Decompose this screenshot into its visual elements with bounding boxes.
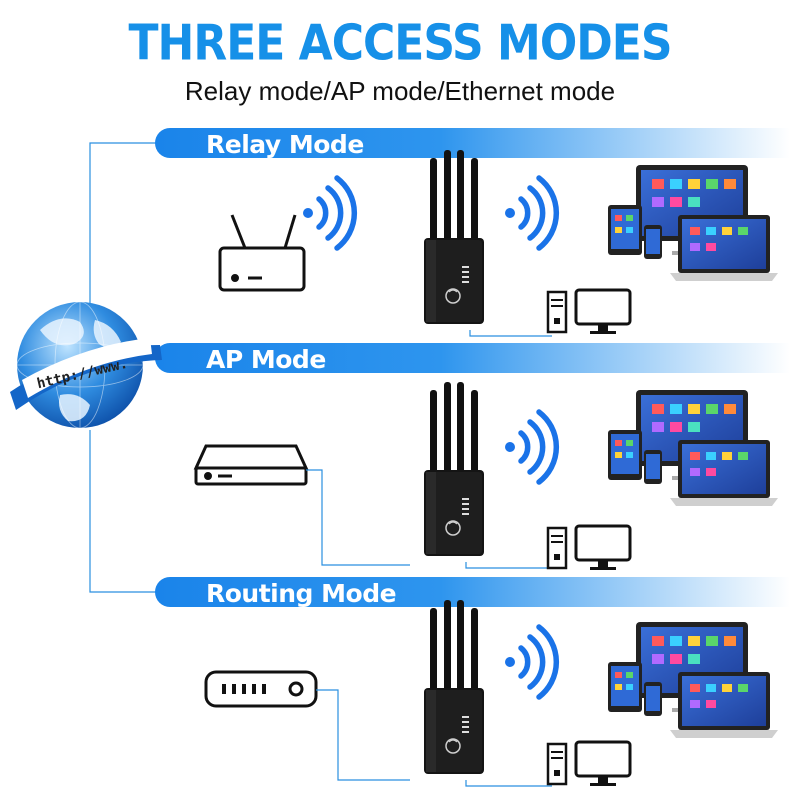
globe-icon	[10, 301, 162, 429]
desktop-pc-icon	[546, 740, 632, 788]
relay-mode-label: Relay Mode	[206, 130, 364, 159]
wifi-signal-icon	[505, 627, 556, 697]
routing-mode-label: Routing Mode	[206, 579, 397, 608]
page-title: THREE ACCESS MODES	[128, 14, 672, 73]
repeater-device	[423, 149, 485, 325]
wireless-router-icon	[218, 214, 306, 292]
repeater-device	[423, 381, 485, 557]
routing-mode-banner	[155, 577, 790, 607]
devices-icon	[608, 165, 778, 281]
devices-icon	[608, 622, 778, 738]
modem-icon	[204, 670, 318, 708]
relay-mode-banner	[155, 128, 790, 158]
devices-icon	[608, 390, 778, 506]
wifi-signal-icon	[505, 412, 556, 482]
ap-mode-banner	[155, 343, 790, 373]
desktop-pc-icon	[546, 524, 632, 572]
ap-mode-label: AP Mode	[206, 345, 326, 374]
switch-icon	[193, 444, 309, 486]
wifi-signal-icon	[505, 178, 556, 248]
page-subtitle: Relay mode/AP mode/Ethernet mode	[184, 76, 616, 106]
desktop-pc-icon	[546, 288, 632, 336]
repeater-device	[423, 599, 485, 775]
wifi-signal-icon	[303, 178, 354, 248]
